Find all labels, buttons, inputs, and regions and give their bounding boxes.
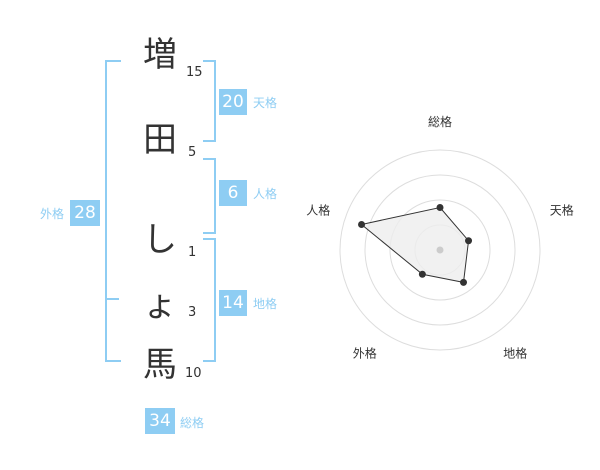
gaikaku-bracket-mid [105,298,119,300]
radar-grid-ring [339,149,541,351]
radar-axis-label: 人格 [306,202,330,217]
radar-point [465,237,473,245]
stroke-count-2: 5 [188,145,197,160]
jinkaku-label: 人格 [253,187,278,201]
name-char-2: 田 [143,120,177,160]
radar-axis-label: 天格 [550,202,574,217]
chikaku-badge: 14 [219,290,247,316]
jinkaku-bracket [203,158,216,234]
radar-axis-label: 外格 [353,346,377,361]
tenkaku-badge: 20 [219,89,247,115]
name-char-5: 馬 [143,345,177,385]
jinkaku-badge: 6 [219,180,247,206]
soukaku-badge: 34 [145,408,175,434]
radar-point [436,204,444,211]
gaikaku-label: 外格 [40,207,65,221]
radar-axis-label: 総格 [428,114,452,129]
chikaku-label: 地格 [253,297,278,311]
radar-area [360,206,470,283]
radar-axis-label: 地格 [503,346,527,361]
tenkaku-label: 天格 [253,96,278,110]
stroke-count-5: 10 [185,366,202,381]
radar-point [418,270,426,278]
stroke-count-4: 3 [188,305,197,320]
tenkaku-bracket [203,60,216,142]
gaikaku-badge: 28 [70,200,100,226]
name-char-3: し [143,220,177,260]
gaikaku-bracket [105,60,121,362]
radar-point [358,221,366,229]
soukaku-label: 総格 [180,416,205,430]
stroke-count-3: 1 [188,245,197,260]
radar-grid-ring [364,174,516,326]
radar-grid-ring [389,199,491,301]
radar-point [460,278,468,286]
name-char-1: 増 [143,35,177,75]
stroke-count-1: 15 [186,65,203,80]
name-char-4: ょ [143,285,177,325]
chikaku-bracket [203,238,216,362]
radar-center-dot [436,246,444,254]
